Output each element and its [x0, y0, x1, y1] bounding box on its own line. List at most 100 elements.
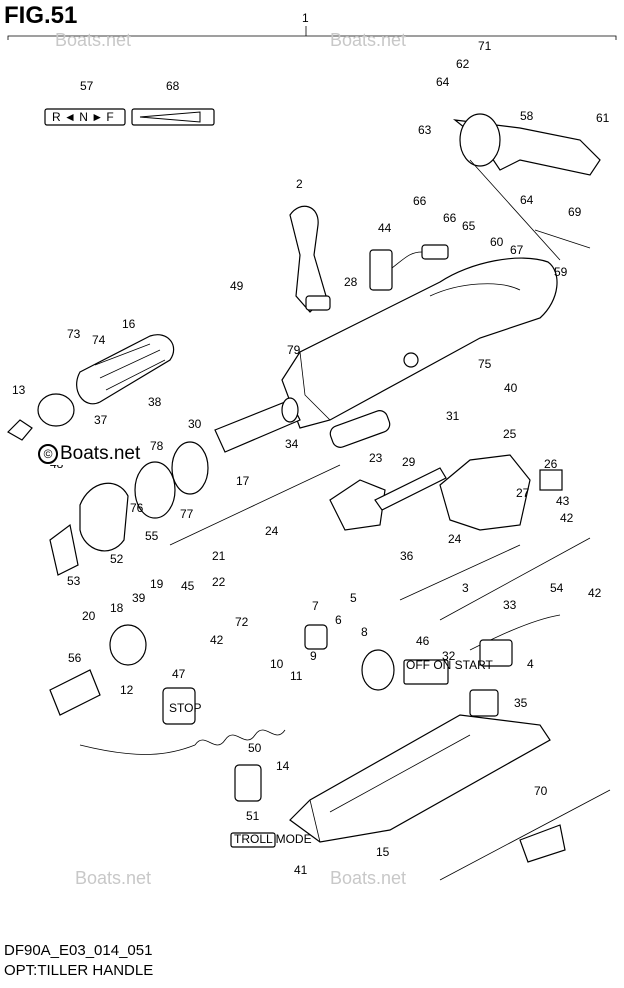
callout-75: 75 — [478, 357, 492, 371]
callout-20: 20 — [82, 609, 96, 623]
copyright-icon: © — [38, 444, 58, 464]
callout-67: 67 — [510, 243, 524, 257]
callout-62: 62 — [456, 57, 470, 71]
callout-68: 68 — [166, 79, 180, 93]
upper-bracket — [452, 113, 601, 261]
figure-code: DF90A_E03_014_051 — [4, 942, 153, 959]
watermark-faint: Boats.net — [55, 30, 132, 50]
callout-61: 61 — [596, 111, 610, 125]
callout-21: 21 — [212, 549, 226, 563]
callout-69: 69 — [568, 205, 582, 219]
callout-38: 38 — [148, 395, 162, 409]
callout-8: 8 — [361, 625, 368, 639]
friction-disc — [134, 441, 209, 519]
callout-25: 25 — [503, 427, 517, 441]
callout-72: 72 — [235, 615, 249, 629]
callout-9: 9 — [310, 649, 317, 663]
callout-55: 55 — [145, 529, 159, 543]
callout-4: 4 — [527, 657, 534, 671]
callout-30: 30 — [188, 417, 202, 431]
watermark-faint: Boats.net — [330, 868, 407, 888]
callout-24: 24 — [265, 524, 279, 538]
callout-29: 29 — [402, 455, 416, 469]
callout-19: 19 — [150, 577, 164, 591]
callout-3: 3 — [462, 581, 469, 595]
callout-51: 51 — [246, 809, 260, 823]
callout-78: 78 — [150, 439, 164, 453]
callout-34: 34 — [285, 437, 299, 451]
callout-71: 71 — [478, 39, 492, 53]
decal-68 — [131, 108, 215, 126]
callout-74: 74 — [92, 333, 106, 347]
callout-45: 45 — [181, 579, 195, 593]
callout-27: 27 — [516, 486, 530, 500]
callout-56: 56 — [68, 651, 82, 665]
shift-lever — [289, 205, 331, 313]
callout-66: 66 — [443, 211, 457, 225]
callout-31: 31 — [446, 409, 460, 423]
callout-10: 10 — [270, 657, 284, 671]
callout-47: 47 — [172, 667, 186, 681]
shaft-assembly — [214, 397, 391, 453]
callout-14: 14 — [276, 759, 290, 773]
callout-35: 35 — [514, 696, 528, 710]
callout-5: 5 — [350, 591, 357, 605]
callout-23: 23 — [369, 451, 383, 465]
watermark: ©Boats.net — [36, 443, 143, 465]
callout-2: 2 — [296, 177, 303, 191]
decal-57: R ◄ N ► F — [44, 108, 126, 126]
decal-46: OFF ON START — [403, 658, 494, 685]
figure-title: FIG.51 — [4, 2, 78, 29]
decal-47-text: STOP — [169, 701, 201, 715]
callout-labels: 1234567891011121314151617181920212223242… — [12, 11, 610, 877]
callout-42: 42 — [210, 633, 224, 647]
tiller-handle-body — [281, 257, 558, 429]
callout-73: 73 — [67, 327, 81, 341]
callout-32: 32 — [442, 649, 456, 663]
figure-name: OPT:TILLER HANDLE — [4, 962, 154, 979]
throttle-lever-assembly — [439, 454, 563, 531]
callout-24: 24 — [448, 532, 462, 546]
callout-26: 26 — [544, 457, 558, 471]
callout-42: 42 — [588, 586, 602, 600]
callout-46: 46 — [416, 634, 430, 648]
callout-1: 1 — [302, 11, 309, 25]
callout-64: 64 — [436, 75, 450, 89]
callout-50: 50 — [248, 741, 262, 755]
callout-22: 22 — [212, 575, 226, 589]
callout-70: 70 — [534, 784, 548, 798]
callout-58: 58 — [520, 109, 534, 123]
callout-64: 64 — [520, 193, 534, 207]
callout-79: 79 — [287, 343, 301, 357]
callout-65: 65 — [462, 219, 476, 233]
callout-44: 44 — [378, 221, 392, 235]
callout-39: 39 — [132, 591, 146, 605]
callout-15: 15 — [376, 845, 390, 859]
callout-60: 60 — [490, 235, 504, 249]
callout-54: 54 — [550, 581, 564, 595]
decal-46-text: OFF ON START — [406, 658, 494, 672]
callout-12: 12 — [120, 683, 134, 697]
callout-42: 42 — [560, 511, 574, 525]
callout-6: 6 — [335, 613, 342, 627]
callout-7: 7 — [312, 599, 319, 613]
watermark-faint: Boats.net — [330, 30, 407, 50]
callout-17: 17 — [236, 474, 250, 488]
callout-43: 43 — [556, 494, 570, 508]
callout-36: 36 — [400, 549, 414, 563]
callout-76: 76 — [130, 501, 144, 515]
decal-51: TROLL MODE — [230, 832, 312, 848]
decal-47: STOP — [162, 687, 201, 725]
callout-11: 11 — [290, 669, 303, 683]
callout-41: 41 — [294, 863, 308, 877]
callout-16: 16 — [122, 317, 136, 331]
callout-53: 53 — [67, 574, 81, 588]
callout-59: 59 — [554, 265, 568, 279]
decal-57-text: R ◄ N ► F — [52, 110, 114, 124]
callout-40: 40 — [504, 381, 518, 395]
callout-18: 18 — [110, 601, 124, 615]
callout-66: 66 — [413, 194, 427, 208]
watermark-faint: Boats.net — [75, 868, 152, 888]
callout-63: 63 — [418, 123, 432, 137]
